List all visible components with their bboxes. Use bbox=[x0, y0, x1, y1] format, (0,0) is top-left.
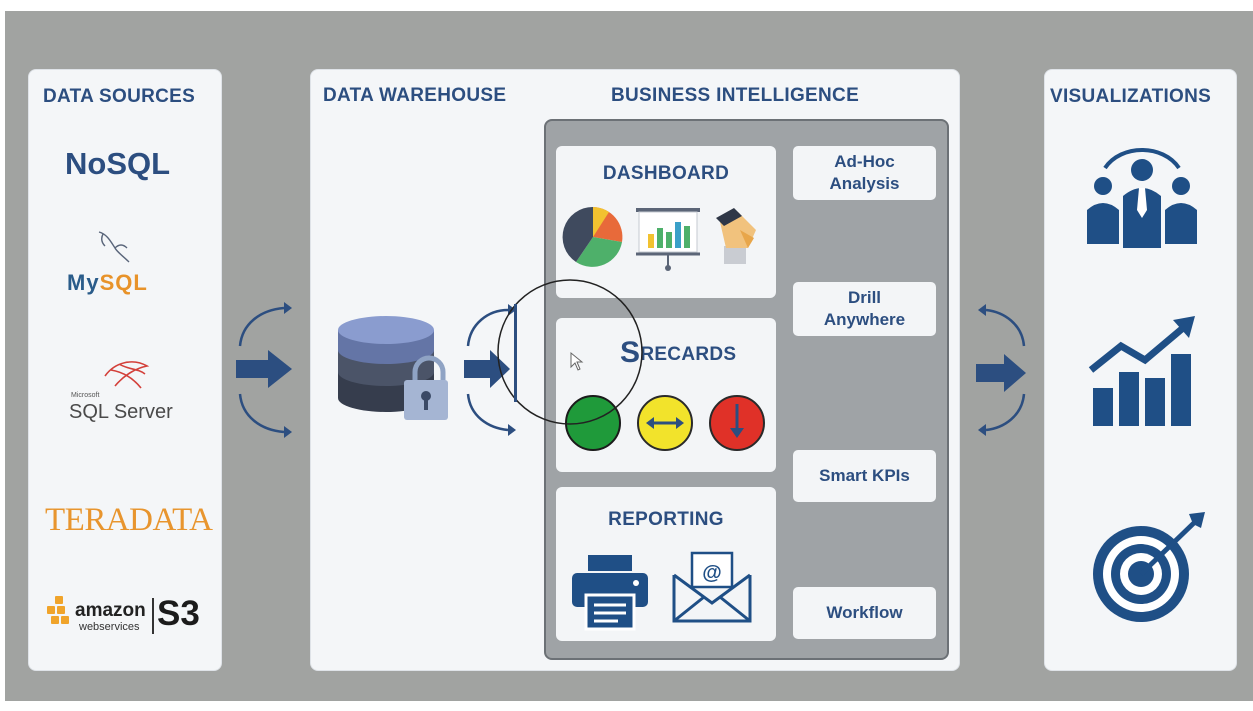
business-intelligence-title: BUSINESS INTELLIGENCE bbox=[611, 85, 860, 106]
aws-divider bbox=[152, 598, 154, 634]
mysql-logo-my: My bbox=[67, 270, 100, 295]
team-people-icon bbox=[1087, 148, 1197, 248]
workflow-button[interactable]: Workflow bbox=[793, 587, 936, 639]
pie-chart-icon bbox=[562, 206, 623, 267]
reporting-title: REPORTING bbox=[608, 509, 724, 530]
printer-icon bbox=[572, 555, 648, 631]
drill-line2: Anywhere bbox=[823, 310, 906, 329]
scorecards-title-s: S bbox=[620, 336, 641, 369]
adhoc-line1: Ad-Hoc bbox=[834, 151, 895, 171]
scorecards-title-rest: RECARDS bbox=[640, 344, 737, 365]
scorecards-card[interactable]: SRECARDS bbox=[556, 318, 776, 472]
green-circle-icon bbox=[565, 395, 621, 451]
bi-to-visualizations-arrows-icon bbox=[976, 304, 1026, 436]
growth-chart-icon bbox=[1088, 316, 1195, 426]
amazon-cubes-icon bbox=[47, 596, 69, 624]
yellow-arrows-icon bbox=[637, 395, 693, 451]
drill-anywhere-button[interactable]: Drill Anywhere bbox=[793, 282, 936, 336]
workflow-label: Workflow bbox=[826, 602, 903, 622]
sqlserver-emblem-icon bbox=[104, 361, 150, 389]
nosql-logo: NoSQL bbox=[65, 146, 171, 181]
amazon-logo: amazon bbox=[75, 600, 146, 621]
magnifier-circle-icon bbox=[497, 279, 643, 425]
data-sources-title: DATA SOURCES bbox=[43, 86, 196, 107]
sqlserver-microsoft-text: Microsoft bbox=[71, 392, 100, 399]
visualizations-title: VISUALIZATIONS bbox=[1050, 86, 1212, 107]
s3-logo: S3 bbox=[157, 594, 200, 633]
red-down-arrow-icon bbox=[709, 395, 765, 451]
sources-to-warehouse-arrows-icon bbox=[236, 302, 292, 438]
webservices-text: webservices bbox=[79, 621, 140, 633]
data-warehouse-title: DATA WAREHOUSE bbox=[323, 85, 507, 106]
presentation-board-icon bbox=[636, 208, 700, 271]
dashboard-card[interactable]: DASHBOARD bbox=[556, 146, 776, 298]
visualizations-panel: VISUALIZATIONS bbox=[1044, 69, 1237, 671]
email-envelope-icon: @ bbox=[672, 551, 752, 623]
hand-pointer-icon bbox=[716, 208, 756, 264]
data-sources-panel: DATA SOURCES NoSQL MySQL Microsoft SQL S… bbox=[28, 69, 222, 671]
mysql-dolphin-icon bbox=[98, 231, 130, 263]
target-icon bbox=[1093, 512, 1205, 622]
scorecards-title: SRECARDS bbox=[620, 334, 776, 369]
mouse-cursor-icon bbox=[570, 351, 584, 371]
teradata-logo: TERADATA bbox=[45, 502, 213, 538]
warehouse-to-bi-arrows-icon bbox=[464, 304, 516, 436]
smart-kpis-label: Smart KPIs bbox=[819, 465, 910, 485]
mysql-logo-sql: SQL bbox=[99, 270, 148, 295]
sqlserver-logo: SQL Server bbox=[69, 401, 173, 423]
smart-kpis-button[interactable]: Smart KPIs bbox=[793, 450, 936, 502]
svg-text:@: @ bbox=[702, 562, 722, 584]
dashboard-title: DASHBOARD bbox=[602, 163, 730, 184]
reporting-card[interactable]: REPORTING @ bbox=[556, 487, 776, 641]
drill-line1: Drill bbox=[847, 287, 882, 307]
mysql-logo: MySQL bbox=[67, 270, 148, 296]
adhoc-line2: Analysis bbox=[829, 174, 900, 193]
adhoc-analysis-button[interactable]: Ad-Hoc Analysis bbox=[793, 146, 936, 200]
locked-database-icon bbox=[338, 316, 448, 420]
